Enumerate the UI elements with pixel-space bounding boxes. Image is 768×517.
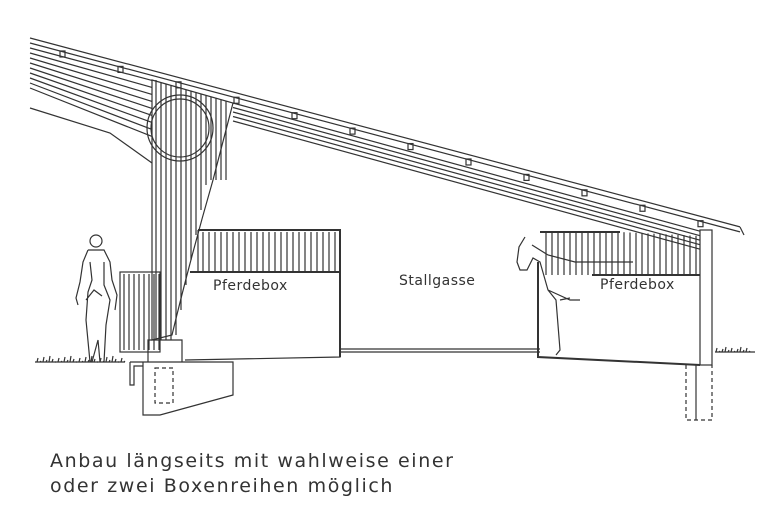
horse-head	[516, 236, 633, 356]
label-pferdebox-right: Pferdebox	[600, 277, 675, 293]
label-pferdebox-left: Pferdebox	[213, 278, 288, 294]
roof	[29, 37, 745, 250]
foundations	[129, 339, 713, 421]
support-column	[146, 79, 234, 341]
label-stallgasse: Stallgasse	[399, 273, 476, 289]
grass	[35, 346, 755, 363]
rider-on-horse	[75, 234, 118, 363]
caption-line-2: oder zwei Boxenreihen möglich	[50, 475, 395, 497]
stable-boxes	[119, 229, 713, 366]
caption-line-1: Anbau längseits mit wahlweise einer	[50, 450, 455, 472]
